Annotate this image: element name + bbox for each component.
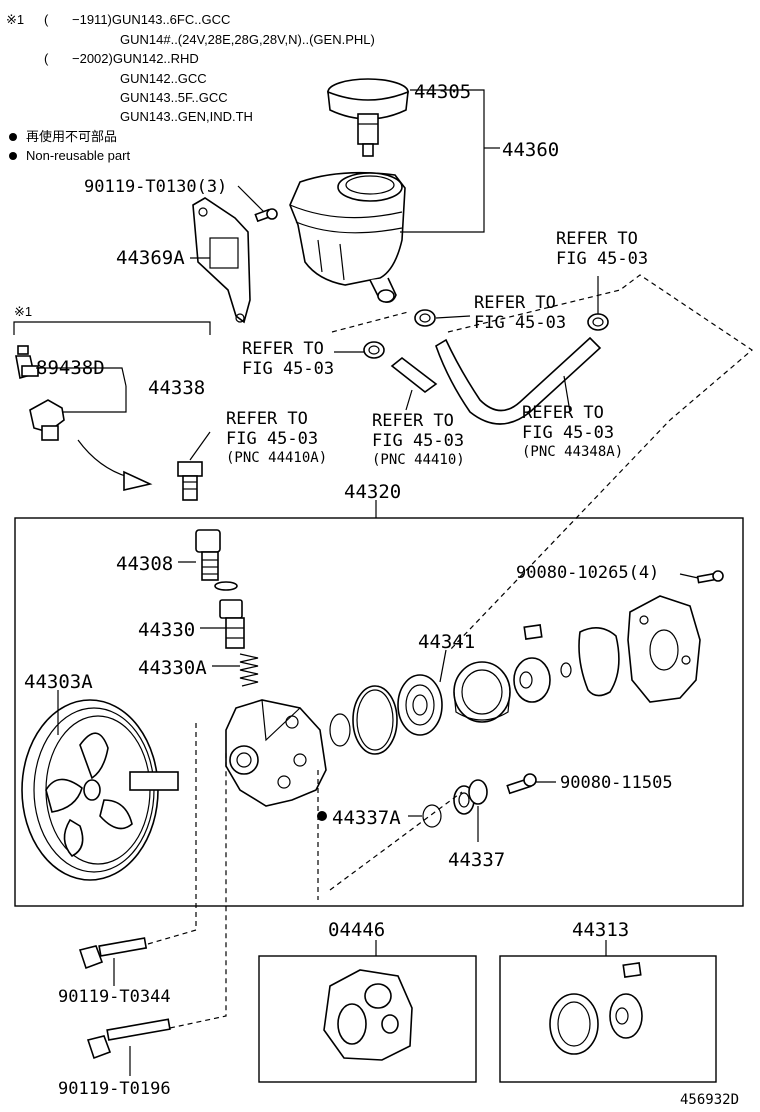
bolt-90119-T0130[interactable] (254, 208, 278, 223)
diagram-number: 456932D (680, 1092, 739, 1108)
ref-c-line2[interactable]: FIG 45-03 (242, 359, 334, 379)
label-44303A[interactable]: 44303A (24, 671, 93, 693)
legend-en: Non-reusable part (26, 148, 130, 163)
note-line-4: GUN142..GCC (120, 71, 207, 86)
label-44341[interactable]: 44341 (418, 631, 475, 653)
gasket-kit-box-04446 (258, 955, 477, 1083)
note-bracket-1: ( (44, 12, 49, 27)
label-44308[interactable]: 44308 (116, 553, 173, 575)
label-44320[interactable]: 44320 (344, 481, 401, 503)
part-labels: 44305 44360 90119-T0130(3) 44369A REFER … (24, 81, 739, 1108)
group-mark: ※1 (14, 304, 32, 319)
group-mark-1: ※1 (13, 304, 211, 335)
pulley-44303A[interactable] (21, 699, 179, 881)
label-90119-T0196[interactable]: 90119-T0196 (58, 1079, 171, 1099)
note-bracket-3: ( (44, 51, 49, 66)
hose-dashed-route (331, 274, 753, 651)
pump-body[interactable] (225, 699, 327, 807)
ref-b-line2[interactable]: FIG 45-03 (474, 313, 566, 333)
pump-dashed-lines (317, 770, 463, 900)
bolt-dashed-lines (147, 720, 227, 1029)
label-89438D[interactable]: 89438D (36, 357, 105, 379)
cam-ring[interactable] (453, 661, 511, 723)
label-44360[interactable]: 44360 (502, 139, 559, 161)
label-44337[interactable]: 44337 (448, 849, 505, 871)
note-line-1: −1911)GUN143..6FC..GCC (72, 12, 230, 27)
bullet-icon (9, 152, 17, 160)
label-90119-T0130[interactable]: 90119-T0130(3) (84, 177, 227, 197)
side-plate-44341[interactable] (397, 674, 443, 736)
bolt-90080-11505[interactable] (506, 773, 537, 795)
label-90119-T0344[interactable]: 90119-T0344 (58, 987, 171, 1007)
plug-44308[interactable] (195, 529, 238, 591)
reservoir-tank-44360[interactable] (289, 171, 406, 303)
ref-d-line1[interactable]: REFER TO (226, 409, 308, 429)
label-04446[interactable]: 04446 (328, 919, 385, 941)
note-line-6: GUN143..GEN,IND.TH (120, 109, 253, 124)
ref-f-line3[interactable]: (PNC 44348A) (522, 444, 623, 460)
union-44338[interactable] (29, 399, 65, 441)
clamp-upper-right[interactable] (587, 313, 609, 331)
ref-f-line2[interactable]: FIG 45-03 (522, 423, 614, 443)
gasket-kit-04446[interactable] (323, 969, 413, 1061)
union-bolt-44410A[interactable] (177, 461, 203, 501)
label-90080-11505[interactable]: 90080-11505 (560, 773, 673, 793)
spring-44330A[interactable] (239, 653, 259, 687)
direction-arrow-icon (77, 439, 153, 492)
clamp-left-hose[interactable] (363, 341, 385, 359)
ref-d-line2[interactable]: FIG 45-03 (226, 429, 318, 449)
valve-44330[interactable] (219, 599, 245, 649)
rear-housing[interactable] (627, 595, 701, 703)
ref-f-line1[interactable]: REFER TO (522, 403, 604, 423)
ref-e-line1[interactable]: REFER TO (372, 411, 454, 431)
legend-jp: 再使用不可部品 (26, 129, 117, 144)
bullet-icon (9, 133, 17, 141)
ref-b-line1[interactable]: REFER TO (474, 293, 556, 313)
gasket[interactable] (578, 627, 620, 697)
o-ring-small[interactable] (329, 713, 351, 747)
label-44369A[interactable]: 44369A (116, 247, 185, 269)
ref-e-line3[interactable]: (PNC 44410) (372, 452, 465, 468)
label-44313[interactable]: 44313 (572, 919, 629, 941)
clamp-reservoir-outlet[interactable] (414, 309, 436, 327)
non-reusable-marker-icon (317, 811, 327, 821)
switch-89438D[interactable] (15, 345, 39, 380)
label-44337A[interactable]: 44337A (332, 807, 401, 829)
union-44337[interactable] (453, 779, 488, 815)
applicability-notes: ※1 ( −1911)GUN143..6FC..GCC GUN14#..(24V… (6, 12, 375, 163)
note-line-2: GUN14#..(24V,28E,28G,28V,N)..(GEN.PHL) (120, 32, 375, 47)
ref-e-line2[interactable]: FIG 45-03 (372, 431, 464, 451)
o-ring-rotor[interactable] (560, 662, 572, 678)
ref-c-line1[interactable]: REFER TO (242, 339, 324, 359)
o-ring-large[interactable] (352, 685, 398, 755)
label-90080-10265[interactable]: 90080-10265(4) (516, 563, 659, 583)
rotor[interactable] (513, 624, 551, 703)
ref-a-line2[interactable]: FIG 45-03 (556, 249, 648, 269)
ref-d-line3[interactable]: (PNC 44410A) (226, 450, 327, 466)
ref-a-line1[interactable]: REFER TO (556, 229, 638, 249)
cartridge-kit-box-44313 (499, 955, 717, 1083)
label-44330A[interactable]: 44330A (138, 657, 207, 679)
bracket-44369A[interactable] (192, 197, 251, 324)
note-line-5: GUN143..5F..GCC (120, 90, 228, 105)
pump-assembly-box-44320 (14, 517, 744, 907)
bolt-90080-10265[interactable] (696, 570, 724, 584)
o-ring-44337A[interactable] (422, 804, 442, 828)
cartridge-kit-44313[interactable] (549, 962, 643, 1055)
label-44338[interactable]: 44338 (148, 377, 205, 399)
label-44330[interactable]: 44330 (138, 619, 195, 641)
leader-lines (36, 89, 699, 1076)
hose-44410[interactable] (390, 356, 438, 394)
bolt-90119-T0344[interactable] (78, 937, 148, 970)
reservoir-cap-44305[interactable] (327, 78, 409, 157)
note-line-3: −2002)GUN142..RHD (72, 51, 199, 66)
bolt-90119-T0196[interactable] (86, 1018, 171, 1060)
note-mark: ※1 (6, 12, 24, 27)
label-44305[interactable]: 44305 (414, 81, 471, 103)
